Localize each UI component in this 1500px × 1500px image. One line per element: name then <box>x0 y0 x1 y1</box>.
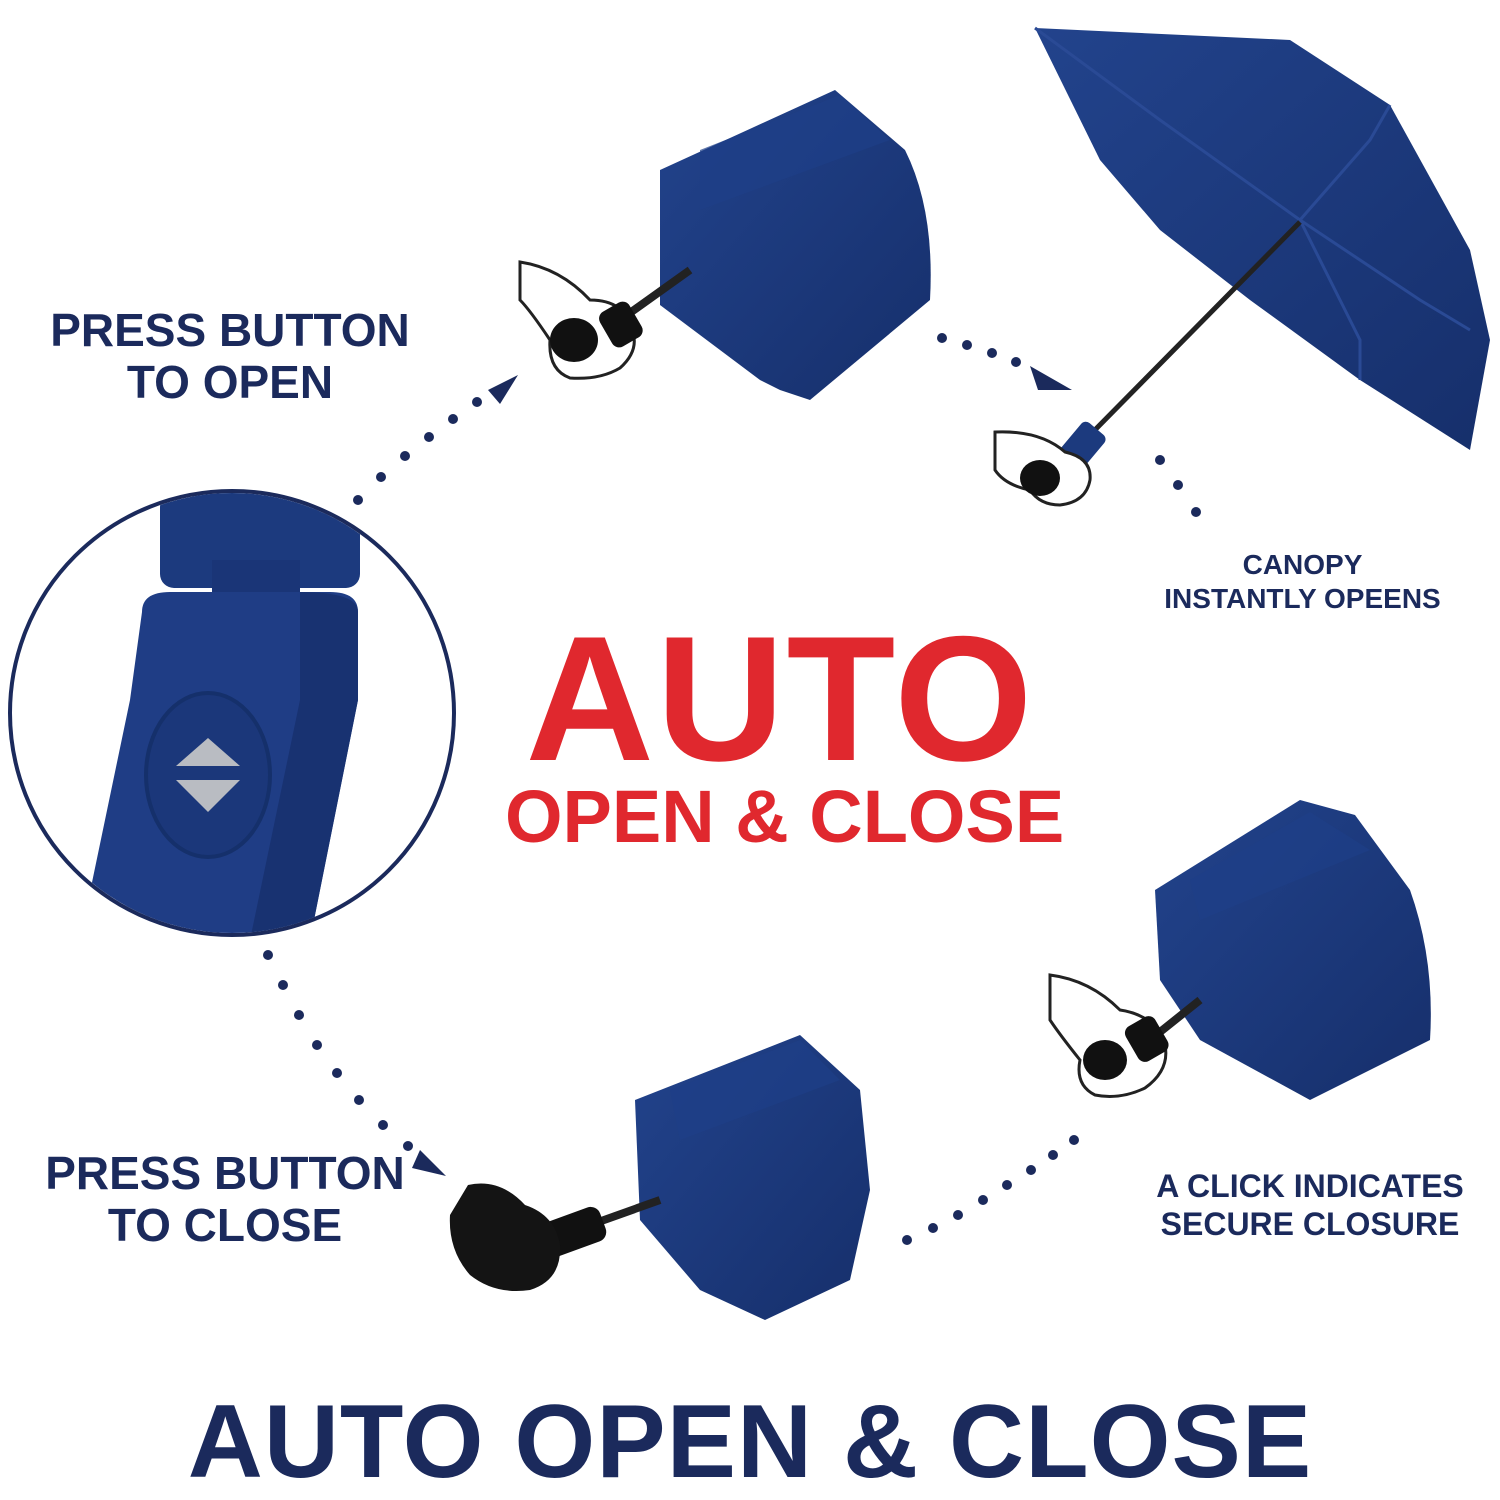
button-closeup <box>8 489 456 937</box>
closed-umbrella-top <box>518 90 931 400</box>
hand-icon <box>518 260 643 380</box>
hand-icon <box>1048 973 1169 1098</box>
diamond-button-icon <box>144 691 272 859</box>
open-umbrella <box>993 26 1490 507</box>
dotted-arrows <box>263 333 1201 1245</box>
closed-umbrella-bottom <box>449 1035 870 1320</box>
black-glove-hand-icon <box>449 1183 561 1291</box>
bottom-title: AUTO OPEN & CLOSE <box>187 1384 1313 1500</box>
hero-title: AUTO <box>525 599 1035 798</box>
hand-icon <box>993 430 1092 507</box>
hero-subtitle: OPEN & CLOSE <box>505 775 1065 858</box>
closed-umbrella-right <box>1048 800 1431 1100</box>
